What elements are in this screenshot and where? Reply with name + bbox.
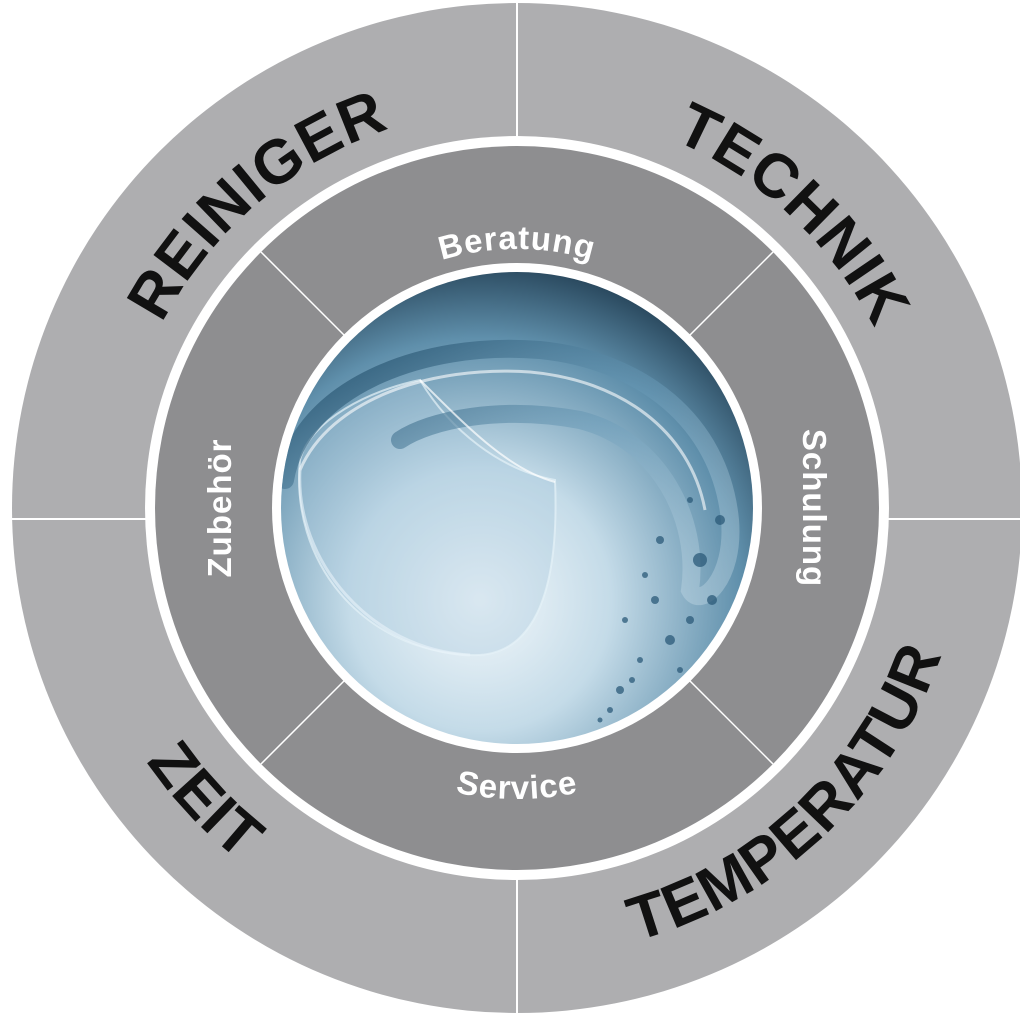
inner-divider-sw <box>260 673 352 765</box>
inner-divider-nw <box>260 251 352 343</box>
inner-divider-se <box>682 673 774 765</box>
inner-divider-ne <box>682 251 774 343</box>
inner-label-service: Service <box>454 763 580 806</box>
inner-label-zubehoer: Zubehör <box>201 439 238 578</box>
water-splash-image <box>281 272 753 744</box>
inner-label-schulung: Schulung <box>796 429 833 587</box>
